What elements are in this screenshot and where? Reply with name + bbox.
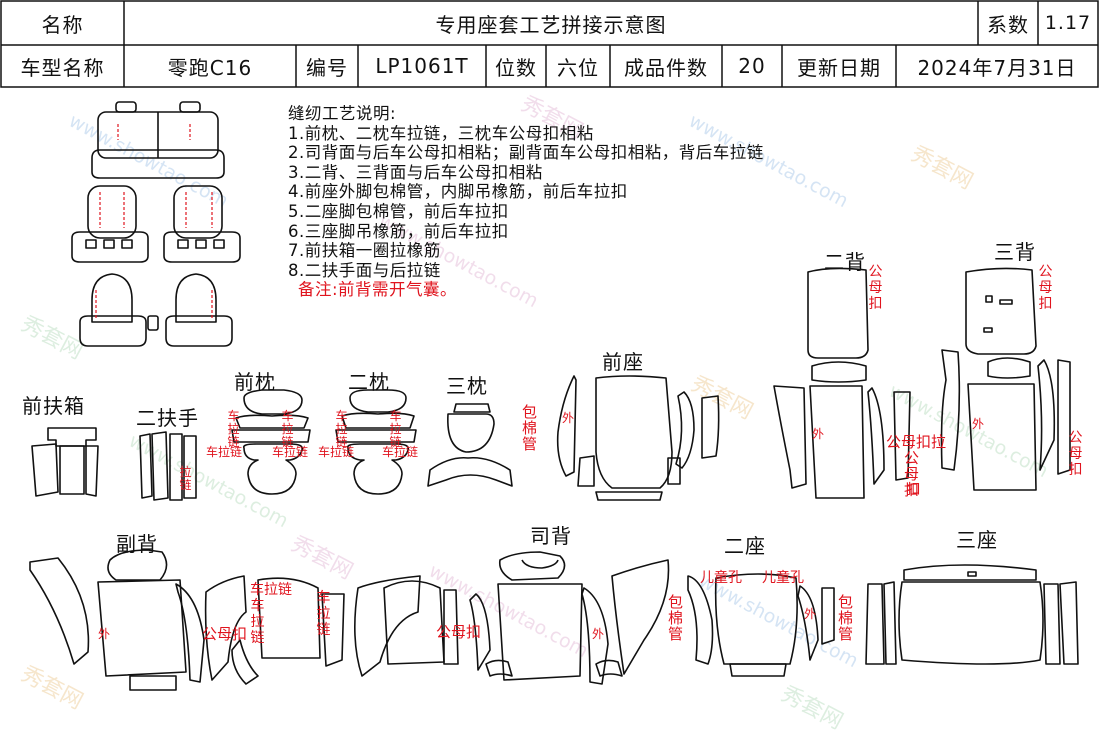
note-snap: 公母扣 [868,264,883,312]
note-outside: 外 [972,417,985,431]
seats-value: 六位 [557,55,599,80]
note-zip: 车拉链 [250,582,292,598]
front-seats-preview [79,273,233,347]
coef-value: 1.17 [1044,12,1092,34]
third-pillow-pattern [427,403,513,487]
note-zip-vertical: 车拉链 [281,409,294,449]
note-cotton-tube: 包棉管 [522,403,538,453]
model-label: 车型名称 [20,55,105,80]
label-passenger-back: 副背 [116,532,158,556]
note-snap: 公母扣 [436,623,482,641]
front-pillow-pattern [231,389,311,495]
front-seat-pattern [556,375,720,501]
note-outside: 外 [592,627,605,641]
note-child-hole: 儿童孔 [762,570,804,586]
passenger-back-pattern [29,549,345,691]
note-pull: 扣 [906,482,921,498]
driver-back-pattern [354,551,670,685]
note-outside: 外 [812,427,825,441]
count-value: 20 [738,54,766,78]
header-table: 名称 专用座套工艺拼接示意图 系数 1.17 车型名称 零跑C16 编号 LP1… [0,0,1100,88]
note-snap: 公母扣 [904,449,920,499]
label-second-armrest: 二扶手 [136,406,199,430]
third-back-pattern [940,267,1071,491]
note-zip: 车拉链 [318,445,355,459]
note-outside: 外 [562,411,575,425]
notes-remark: 备注:前背需开气囊。 [298,280,458,300]
note-zip-pull: 拉链 [179,465,192,492]
coef-label: 系数 [987,12,1029,37]
note-snap-pull: 公母扣拉 [886,433,947,451]
note-line: 6.三座脚吊橡筋，前后车拉扣 [288,221,509,241]
front-armrest-pattern [31,427,99,497]
sheet-title: 专用座套工艺拼接示意图 [435,12,667,37]
note-zip-vertical: 车拉链 [227,409,240,449]
note-zip: 车拉链 [206,445,243,459]
notes-heading: 缝纫工艺说明: [288,104,397,123]
note-line: 3.二背、三背面与后车公母扣相粘 [288,162,543,182]
second-pillow-pattern [335,389,417,495]
note-cotton-tube: 包棉管 [838,593,854,643]
note-snap: 公母扣 [202,625,248,643]
note-line: 1.前枕、二枕车拉链，三枕车公母扣相粘 [288,123,594,143]
second-seat-pattern [687,573,835,677]
label-third-pillow: 三枕 [446,374,488,398]
code-value: LP1061T [375,54,469,78]
note-zip-vertical: 车拉链 [316,590,331,638]
note-line: 8.二扶手面与后拉链 [288,260,441,280]
third-seat-pattern [865,564,1079,665]
note-zip-vertical: 车拉链 [335,409,348,449]
note-zip: 车拉链 [272,445,309,459]
label-third-back: 三背 [994,240,1036,264]
label-driver-back: 司背 [530,524,572,548]
label-second-seat: 二座 [724,534,766,558]
note-line: 5.二座脚包棉管，前后车拉扣 [288,201,509,221]
note-line: 7.前扶箱一圈拉橡筋 [288,241,441,261]
label-third-seat: 三座 [956,528,998,552]
note-cotton-tube: 包棉管 [668,593,684,643]
captain-seats-preview [71,185,241,263]
label-second-pillow: 二枕 [348,370,390,394]
header-grid [0,0,1099,88]
name-label: 名称 [41,12,84,37]
seats-label: 位数 [495,55,537,80]
note-zip: 车拉链 [382,445,419,459]
note-snap: 公母扣 [1068,430,1083,478]
label-front-pillow: 前枕 [234,370,276,394]
bench-preview [91,101,225,179]
label-second-back: 二背 [824,250,866,274]
sewing-notes: 缝纫工艺说明: 1.前枕、二枕车拉链，三枕车公母扣相粘 2.司背面与后车公母扣相… [288,104,764,300]
note-child-hole: 儿童孔 [700,570,742,586]
note-snap: 公母扣 [1038,264,1053,312]
note-zip-vertical: 车拉链 [389,409,402,449]
count-label: 成品件数 [624,55,708,80]
second-armrest-pattern [139,431,197,501]
update-value: 2024年7月31日 [917,55,1077,80]
model-value: 零跑C16 [167,55,253,80]
note-line: 2.司背面与后车公母扣相粘；副背面车公母扣相粘，背后车拉链 [288,143,764,163]
note-line: 4.前座外脚包棉管，内脚吊橡筋，前后车拉扣 [288,182,628,202]
update-label: 更新日期 [797,55,881,80]
label-front-armrest: 前扶箱 [22,394,85,418]
note-zip-vertical: 车拉链 [250,598,265,646]
note-outside: 外 [804,607,817,621]
label-front-seat: 前座 [602,350,644,374]
note-outside: 外 [98,627,111,641]
second-back-pattern [773,267,911,499]
code-label: 编号 [306,55,348,80]
